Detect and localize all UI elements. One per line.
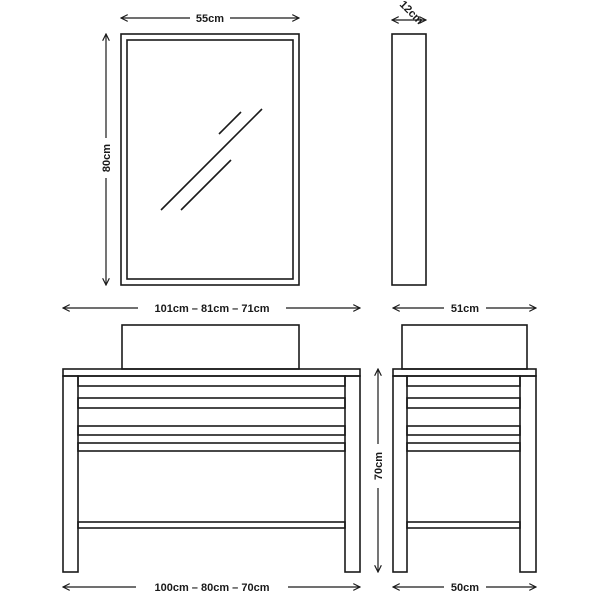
vanity-side xyxy=(392,324,537,573)
cabinet-side-slat xyxy=(406,425,521,436)
cabinet-right-leg xyxy=(344,375,361,573)
mirror-glare-line xyxy=(180,159,232,211)
mirror-depth-label: 12cm xyxy=(397,0,426,27)
mirror-frame-inner xyxy=(126,39,294,280)
cabinet-shelf xyxy=(77,521,346,529)
vanity-top-side xyxy=(392,368,537,377)
cabinet-left-leg xyxy=(62,375,79,573)
mirror-side-view xyxy=(391,33,427,286)
cabinet-side-left-leg xyxy=(392,375,408,573)
mirror-width-label: 55cm xyxy=(196,13,224,25)
cabinet-side-slat xyxy=(406,375,521,387)
vanity-top-front xyxy=(62,368,361,377)
vanity-top-width-label: 101cm – 81cm – 71cm xyxy=(155,303,270,315)
cabinet-depth-label: 50cm xyxy=(451,582,479,594)
cabinet-side-right-leg xyxy=(519,375,537,573)
mirror-frame-outer xyxy=(120,33,300,286)
cabinet-slat xyxy=(77,375,346,387)
cabinet-side-slat xyxy=(406,397,521,409)
cabinet-side-shelf xyxy=(406,521,521,529)
basin-side xyxy=(401,324,528,370)
cabinet-slat xyxy=(77,425,346,436)
mirror-glare-line xyxy=(218,111,242,135)
mirror-height-label: 80cm xyxy=(101,144,113,172)
cabinet-width-label: 100cm – 80cm – 70cm xyxy=(155,582,270,594)
vanity-top-depth-label: 51cm xyxy=(451,303,479,315)
mirror-glare-line xyxy=(160,108,263,211)
vanity-front xyxy=(62,324,361,573)
basin-front xyxy=(121,324,300,370)
cabinet-height-label: 70cm xyxy=(373,452,385,480)
mirror-front xyxy=(120,33,300,286)
cabinet-slat xyxy=(77,397,346,409)
cabinet-side-slat xyxy=(406,442,521,452)
cabinet-slat xyxy=(77,442,346,452)
